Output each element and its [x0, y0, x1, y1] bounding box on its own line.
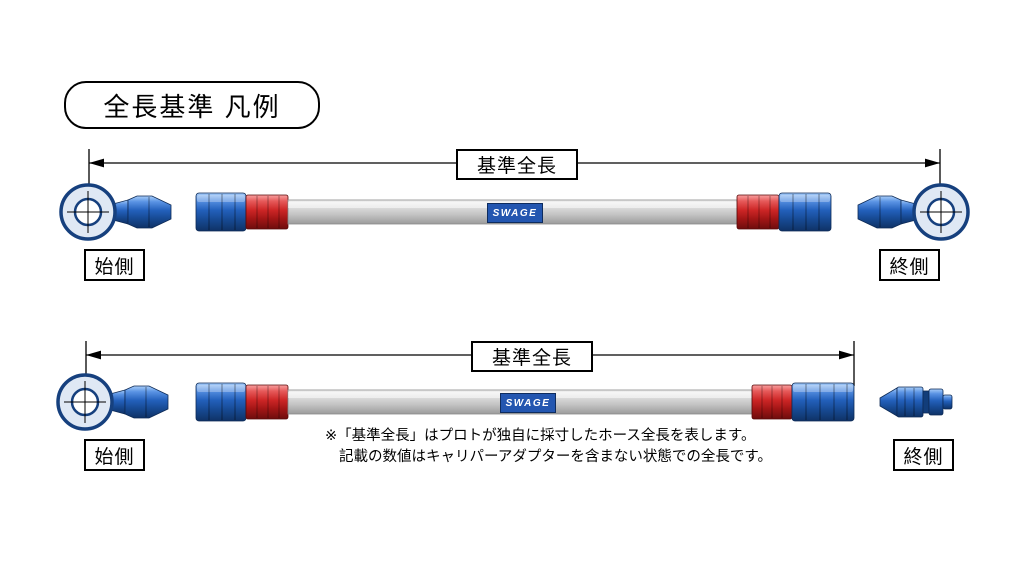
dimension-arrow-left-2 [86, 350, 101, 360]
legend-title: 全長基準 凡例 [103, 91, 281, 122]
start-side-label-2: 始側 [84, 439, 145, 471]
swage-brand-label-1: SWAGE [487, 203, 543, 223]
dimension-arrow-right-1 [925, 158, 940, 168]
swage-brand-label-2: SWAGE [500, 393, 556, 413]
male-adapter-fitting-end-2 [879, 386, 953, 418]
end-side-label-2: 終側 [893, 439, 954, 471]
swage-brand-text-2: SWAGE [505, 397, 551, 409]
red-collar-start-2 [245, 384, 289, 420]
legend-title-box: 全長基準 凡例 [64, 81, 320, 129]
banjo-fitting-start-1 [59, 183, 172, 241]
dimension-arrow-left-1 [89, 158, 104, 168]
hex-nut-start-1 [195, 192, 247, 232]
end-side-label-1: 終側 [879, 249, 940, 281]
red-collar-end-2 [751, 384, 793, 420]
measurement-note: ※「基準全長」はプロトが独自に採寸したホース全長を表します。 記載の数値はキャリ… [325, 426, 772, 468]
start-side-text-2: 始側 [94, 446, 135, 468]
dimension-label-box-1: 基準全長 [456, 149, 578, 180]
hex-nut-end-2 [791, 382, 855, 422]
dimension-label-1: 基準全長 [476, 156, 557, 177]
swage-brand-text-1: SWAGE [492, 207, 538, 219]
dimension-arrow-right-2 [839, 350, 854, 360]
hex-nut-start-2 [195, 382, 247, 422]
red-collar-start-1 [245, 194, 289, 230]
banjo-fitting-end-1 [857, 183, 970, 241]
start-side-text-1: 始側 [94, 256, 135, 278]
red-collar-end-1 [736, 194, 780, 230]
note-line-2: 記載の数値はキャリパーアダプターを含まない状態での全長です。 [339, 449, 772, 466]
hex-nut-end-1 [778, 192, 832, 232]
dimension-label-box-2: 基準全長 [471, 341, 593, 372]
banjo-fitting-start-2 [56, 373, 169, 431]
dimension-line-2 [85, 341, 855, 386]
dimension-label-2: 基準全長 [491, 348, 572, 369]
end-side-text-1: 終側 [889, 256, 930, 278]
note-line-1: ※「基準全長」はプロトが独自に採寸したホース全長を表します。 [325, 428, 756, 444]
start-side-label-1: 始側 [84, 249, 145, 281]
end-side-text-2: 終側 [903, 446, 944, 468]
